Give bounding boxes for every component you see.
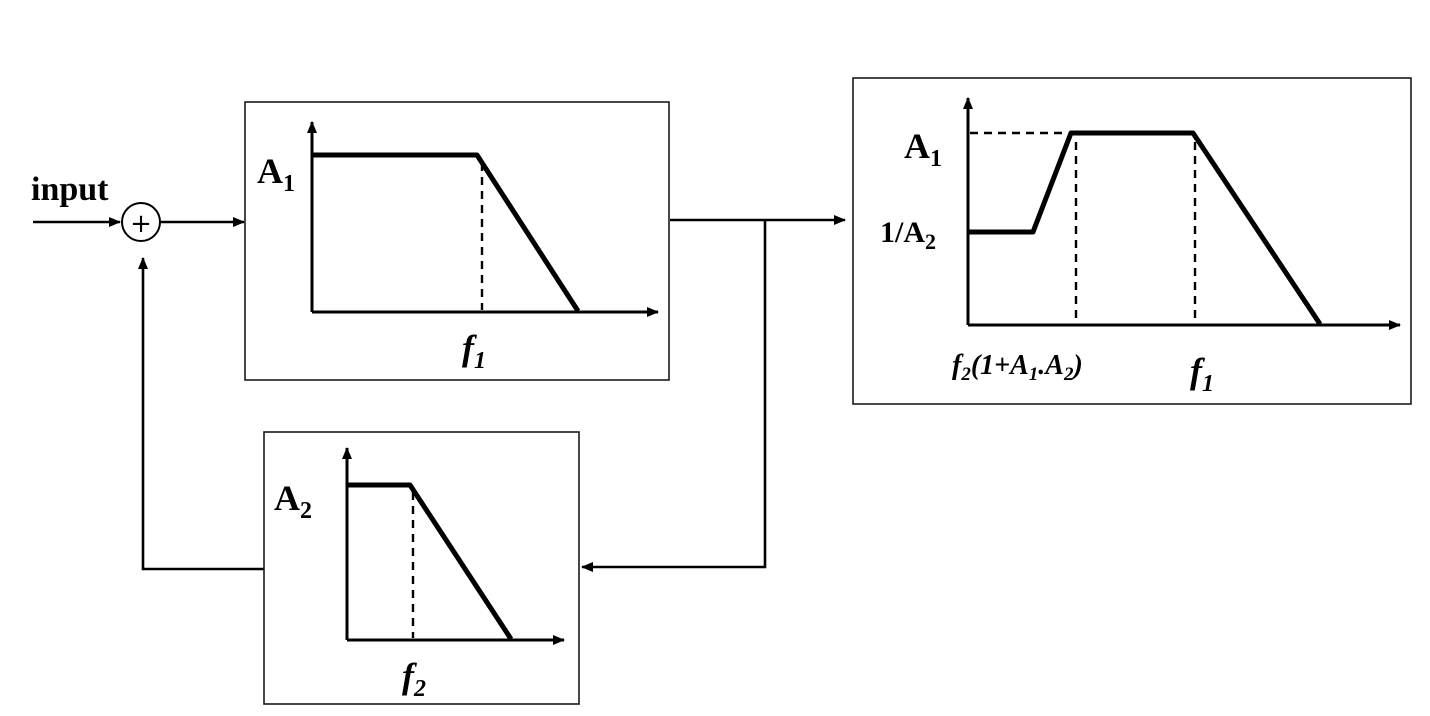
- a2-response-curve: [348, 482, 514, 641]
- feedback-return-wire: [138, 257, 264, 571]
- input-label: input: [31, 171, 109, 208]
- output-low-corner-label: f2(1+A1.A2): [952, 350, 1083, 385]
- a2-corner-label: f2: [402, 656, 426, 702]
- summing-plus-sign: +: [130, 209, 152, 239]
- a2-gain-label: A2: [274, 478, 312, 524]
- output-response-curve: [969, 130, 1323, 326]
- summing-junction: +: [121, 202, 161, 242]
- a1-response-curve: [313, 152, 581, 313]
- output-a1-gain-label: A1: [904, 126, 942, 172]
- output-inverse-a2-label: 1/A2: [880, 216, 936, 254]
- output-high-corner-label: f1: [1190, 351, 1214, 397]
- block-a1: A1 f1: [244, 101, 670, 381]
- a1-corner-label: f1: [462, 328, 486, 374]
- signal-wires: [33, 215, 846, 572]
- feedback-tap-wire: [581, 220, 767, 572]
- block-output-response: A1 1/A2 f2(1+A1.A2) f1: [852, 77, 1412, 405]
- block-a2: A2 f2: [263, 431, 580, 705]
- a1-gain-label: A1: [257, 151, 295, 197]
